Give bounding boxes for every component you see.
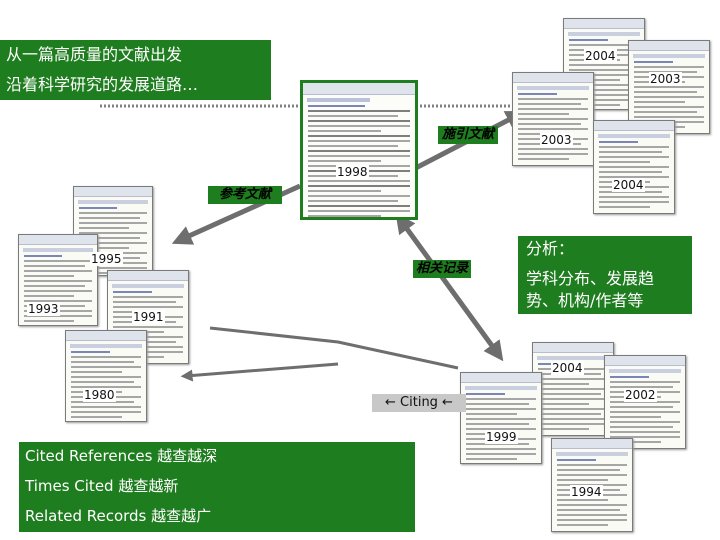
- analysis-line-1: 学科分布、发展趋: [526, 269, 655, 288]
- year-label-related-1: 2004: [551, 361, 584, 375]
- year-label-related-2: 2002: [624, 388, 657, 402]
- arrow-related-bidirectional: [395, 213, 504, 362]
- year-label-citing-4: 2004: [612, 178, 645, 192]
- paper-thumb-citing-2[interactable]: [628, 40, 710, 134]
- summary-line-3: Related Records 越查越广: [25, 507, 212, 525]
- citing-refs-tag: 施引文献: [438, 126, 498, 144]
- intro-box: 从一篇高质量的文献出发 沿着科学研究的发展道路…: [0, 40, 271, 100]
- summary-line-2: Times Cited 越查越新: [25, 477, 179, 495]
- year-label-related-4: 1994: [570, 485, 603, 499]
- paper-thumb-citing-4[interactable]: [593, 120, 675, 214]
- intro-line-1: 从一篇高质量的文献出发: [6, 45, 183, 64]
- paper-thumb-related-1[interactable]: [532, 342, 614, 436]
- analysis-line-2: 势、机构/作者等: [526, 291, 644, 310]
- analysis-title: 分析：: [526, 239, 575, 258]
- year-label-citing-3: 2003: [540, 133, 573, 147]
- citing-direction-label: ← Citing ←: [372, 394, 466, 412]
- arrow-citing-head: [180, 362, 339, 382]
- year-label-ref-2: 1993: [27, 302, 60, 316]
- paper-thumb-ref-4[interactable]: [65, 330, 147, 422]
- summary-box: Cited References 越查越深 Times Cited 越查越新 R…: [19, 442, 415, 532]
- paper-thumb-center[interactable]: [300, 80, 418, 220]
- paper-thumb-related-2[interactable]: [604, 355, 686, 449]
- year-label-ref-1: 1995: [90, 252, 123, 266]
- intro-line-2: 沿着科学研究的发展道路…: [6, 75, 199, 94]
- paper-thumb-related-3[interactable]: [460, 372, 542, 464]
- year-label-ref-3: 1991: [132, 310, 165, 324]
- year-label-center: 1998: [336, 165, 369, 179]
- year-label-related-3: 1999: [485, 430, 518, 444]
- year-label-citing-2: 2003: [649, 72, 682, 86]
- cited-refs-tag: 参考文献: [208, 186, 282, 204]
- year-label-citing-1: 2004: [584, 49, 617, 63]
- analysis-box: 分析： 学科分布、发展趋 势、机构/作者等: [518, 236, 692, 314]
- paper-thumb-citing-3[interactable]: [512, 72, 594, 166]
- summary-line-1: Cited References 越查越深: [25, 447, 218, 465]
- year-label-ref-4: 1980: [83, 388, 116, 402]
- related-records-tag: 相关记录: [413, 260, 471, 278]
- arrow-citing-chain: [209, 326, 459, 370]
